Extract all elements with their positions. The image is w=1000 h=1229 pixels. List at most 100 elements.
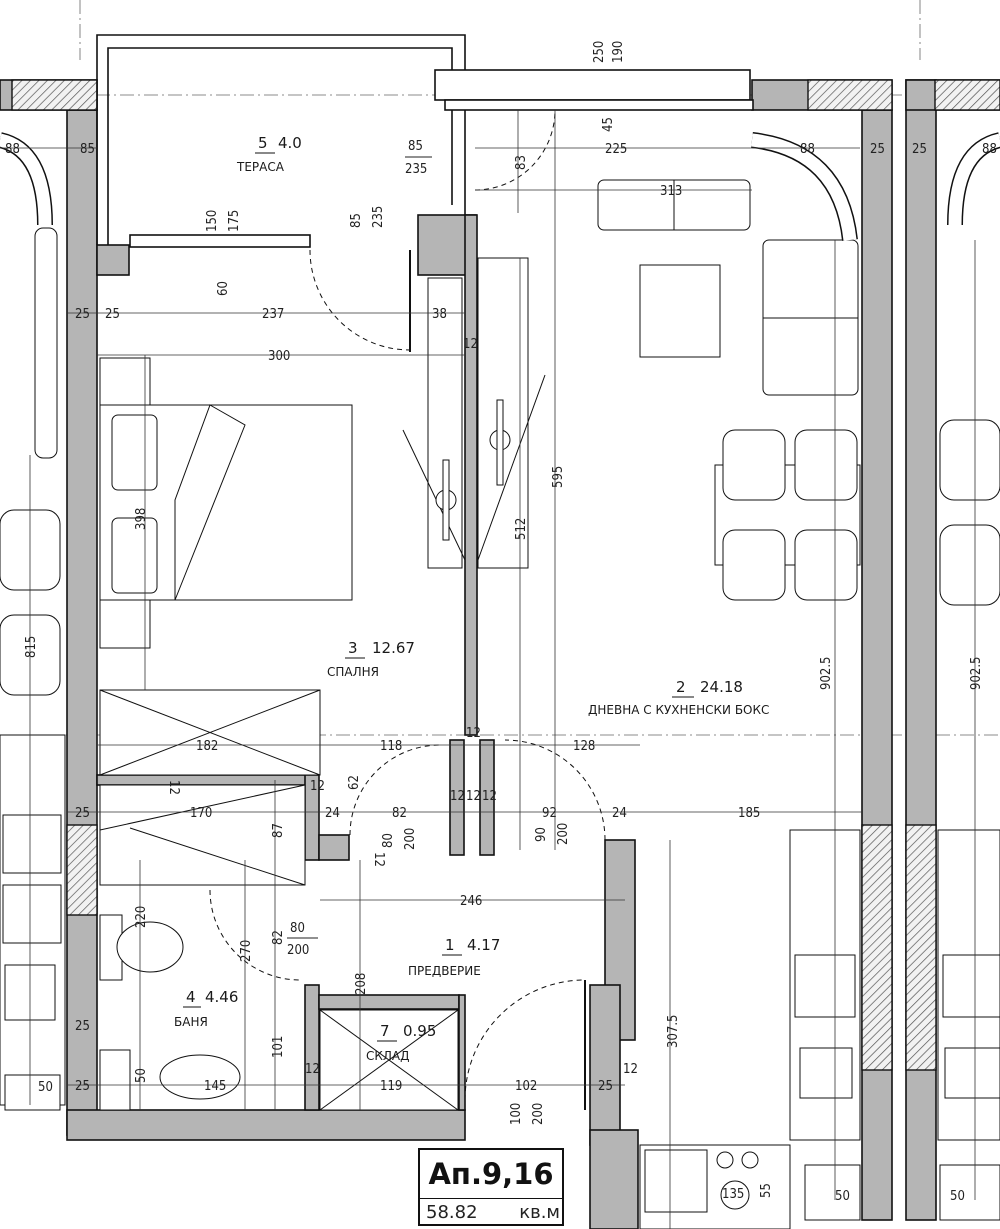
dim-200-bath: 200 xyxy=(287,943,309,958)
dim-12-door: 12 xyxy=(371,852,386,867)
dim-246: 246 xyxy=(460,894,482,909)
dim-398: 398 xyxy=(134,508,149,530)
dim-85-left: 85 xyxy=(80,142,95,157)
dim-85-door: 85 xyxy=(349,213,364,228)
dim-902-5-neighbor: 902.5 xyxy=(969,657,984,690)
dim-12-c2: 12 xyxy=(466,789,481,804)
dim-60: 60 xyxy=(216,281,231,296)
room-5-terrace: 5 4.0 ТЕРАСА xyxy=(236,134,302,174)
dim-170: 170 xyxy=(190,806,212,821)
dim-88-right: 88 xyxy=(800,142,815,157)
dim-200-door: 200 xyxy=(403,828,418,850)
dim-185: 185 xyxy=(738,806,760,821)
room-1-area: 4.17 xyxy=(467,936,500,954)
dim-119: 119 xyxy=(380,1079,402,1094)
bathroom-furniture xyxy=(99,784,459,1111)
dim-235-door: 235 xyxy=(371,206,386,228)
room-5-area: 4.0 xyxy=(278,134,302,152)
dim-237: 237 xyxy=(262,307,284,322)
dim-182: 182 xyxy=(196,739,218,754)
dim-50-left: 50 xyxy=(38,1080,53,1095)
room-2-area: 24.18 xyxy=(700,678,743,696)
room-1-name: ПРЕДВЕРИЕ xyxy=(408,964,481,978)
dim-12-bath: 12 xyxy=(166,780,181,795)
dim-25-neighbor: 25 xyxy=(912,142,927,157)
room-labels: 5 4.0 ТЕРАСА 3 12.67 СПАЛНЯ 2 24.18 ДНЕВ… xyxy=(174,134,769,1063)
dim-190: 190 xyxy=(611,41,626,63)
dim-88-neighbor: 88 xyxy=(982,142,997,157)
dim-38: 38 xyxy=(432,307,447,322)
room-3-area: 12.67 xyxy=(372,639,415,657)
dim-25-bed-inner: 25 xyxy=(105,307,120,322)
apartment-total-area: 58.82 xyxy=(426,1202,478,1223)
hatched-walls xyxy=(11,79,1000,1071)
dim-82-corridor: 82 xyxy=(392,806,407,821)
room-7-number: 7 xyxy=(380,1022,390,1040)
dim-100-entry: 100 xyxy=(509,1103,524,1125)
room-7-name: СКЛАД xyxy=(366,1049,410,1063)
room-2-number: 2 xyxy=(676,678,686,696)
room-7-area: 0.95 xyxy=(403,1022,436,1040)
room-4-bathroom: 4 4.46 БАНЯ xyxy=(174,988,238,1029)
dim-902-5: 902.5 xyxy=(819,657,834,690)
dim-118: 118 xyxy=(380,739,402,754)
dim-25-bath: 25 xyxy=(75,806,90,821)
room-1-entry: 1 4.17 ПРЕДВЕРИЕ xyxy=(408,936,500,978)
dim-50-bath: 50 xyxy=(134,1068,149,1083)
apartment-area-unit: кв.м xyxy=(519,1202,560,1223)
dim-25-bath-bottom: 25 xyxy=(75,1079,90,1094)
dim-150: 150 xyxy=(205,210,220,232)
dimension-lines xyxy=(0,110,976,1229)
dim-12-bath-wall: 12 xyxy=(310,779,325,794)
dim-145: 145 xyxy=(204,1079,226,1094)
dim-200-entry: 200 xyxy=(531,1103,546,1125)
dim-815: 815 xyxy=(24,636,39,658)
room-7-storage: 7 0.95 СКЛАД xyxy=(366,1022,436,1063)
dim-175: 175 xyxy=(227,210,242,232)
apartment-area-row: 58.82 кв.м xyxy=(426,1202,560,1223)
room-3-bedroom: 3 12.67 СПАЛНЯ xyxy=(327,639,415,679)
dim-24-left: 24 xyxy=(325,806,340,821)
dim-80-door: 80 xyxy=(381,833,396,848)
dim-50-right: 50 xyxy=(835,1189,850,1204)
dim-12-top: 12 xyxy=(463,337,478,352)
dim-313: 313 xyxy=(660,184,682,199)
dim-270: 270 xyxy=(239,940,254,962)
dim-12-c1: 12 xyxy=(450,789,465,804)
dim-25-bath-low: 25 xyxy=(75,1019,90,1034)
dim-25-bed-left: 25 xyxy=(75,307,90,322)
dim-128: 128 xyxy=(573,739,595,754)
walls xyxy=(0,79,1000,1229)
dim-208: 208 xyxy=(354,973,369,995)
dim-250: 250 xyxy=(592,41,607,63)
dim-88-left: 88 xyxy=(5,142,20,157)
dim-24-right: 24 xyxy=(612,806,627,821)
dim-80-bath: 80 xyxy=(290,921,305,936)
dimension-texts: 250 190 45 225 88 25 25 88 88 85 313 85 … xyxy=(5,41,997,1204)
dim-101: 101 xyxy=(271,1036,286,1058)
apartment-number: Ап.9,16 xyxy=(420,1150,562,1199)
room-3-name: СПАЛНЯ xyxy=(327,665,379,679)
room-5-number: 5 xyxy=(258,134,268,152)
neighbor-units xyxy=(0,132,1000,1221)
dim-512: 512 xyxy=(514,518,529,540)
dim-85-terrace: 85 xyxy=(408,139,423,154)
dim-45: 45 xyxy=(601,117,616,132)
room-2-name: ДНЕВНА С КУХНЕНСКИ БОКС xyxy=(588,703,769,717)
dim-87: 87 xyxy=(271,823,286,838)
room-3-number: 3 xyxy=(348,639,358,657)
dim-55: 55 xyxy=(759,1183,774,1198)
dim-62: 62 xyxy=(347,775,362,790)
room-4-name: БАНЯ xyxy=(174,1015,208,1029)
dim-90-door: 90 xyxy=(534,827,549,842)
dim-300: 300 xyxy=(268,349,290,364)
bedroom-furniture xyxy=(99,257,546,776)
dim-220: 220 xyxy=(134,906,149,928)
dim-102: 102 xyxy=(515,1079,537,1094)
room-1-number: 1 xyxy=(445,936,455,954)
apartment-title-box: Ап.9,16 58.82 кв.м xyxy=(418,1148,564,1226)
room-4-area: 4.46 xyxy=(205,988,238,1006)
room-5-name: ТЕРАСА xyxy=(236,160,285,174)
living-furniture xyxy=(597,132,861,1229)
